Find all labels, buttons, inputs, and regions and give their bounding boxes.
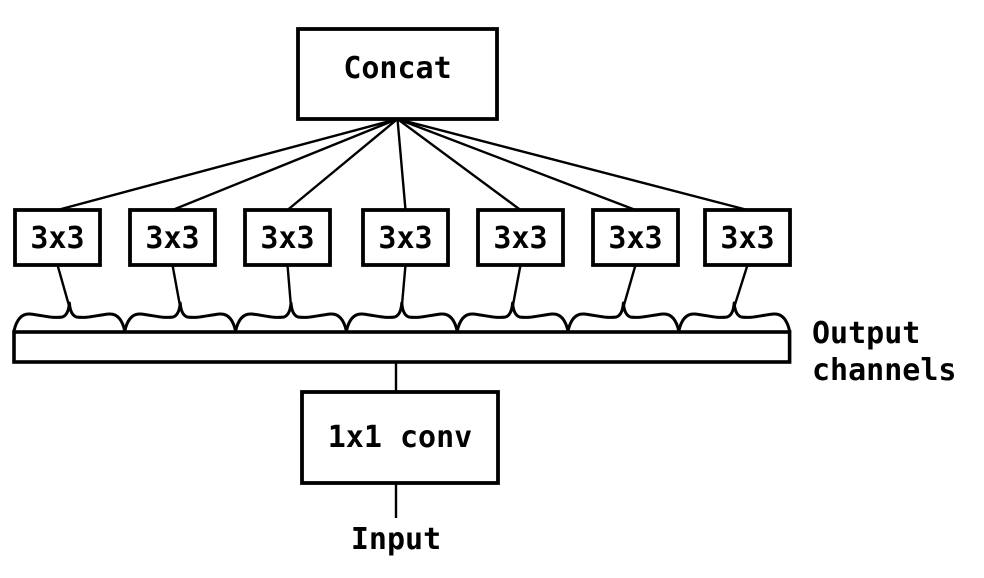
branch-connector-lines xyxy=(56,264,749,308)
fan-line xyxy=(396,118,522,211)
channel-group-brace xyxy=(12,301,127,333)
fan-line xyxy=(172,117,398,212)
output-channels-label-line2: channels xyxy=(812,353,957,388)
fan-line xyxy=(286,118,399,211)
branch-connector-line xyxy=(511,264,522,308)
channel-group-brace xyxy=(344,301,459,333)
channel-group-braces xyxy=(12,301,792,333)
channel-group-brace xyxy=(455,301,570,333)
branch-connector-line xyxy=(286,264,293,308)
branch-box: 3x3 xyxy=(703,208,792,267)
fan-line xyxy=(396,118,407,211)
conv-box: 1x1 conv xyxy=(300,390,500,485)
fan-line xyxy=(397,117,636,212)
branch-connector-line xyxy=(56,264,71,308)
concat-fan-lines xyxy=(57,117,748,212)
output-channels-label-line1: Output xyxy=(812,316,920,351)
branch-connector-line xyxy=(400,264,407,308)
branch-label: 3x3 xyxy=(493,221,547,256)
branch-box: 3x3 xyxy=(128,208,217,267)
fan-line xyxy=(397,117,748,212)
conv-label: 1x1 conv xyxy=(328,420,473,455)
branch-box: 3x3 xyxy=(361,208,450,267)
concat-label: Concat xyxy=(343,51,451,86)
branch-label: 3x3 xyxy=(608,221,662,256)
branch-label: 3x3 xyxy=(30,221,84,256)
output-channels-label: Output channels xyxy=(812,316,957,388)
channel-group-brace xyxy=(677,301,792,333)
branch-label: 3x3 xyxy=(145,221,199,256)
branch-label: 3x3 xyxy=(260,221,314,256)
branch-connector-line xyxy=(171,264,182,308)
branch-box: 3x3 xyxy=(476,208,565,267)
branch-box: 3x3 xyxy=(13,208,102,267)
concat-box: Concat xyxy=(296,27,499,121)
branch-connector-line xyxy=(622,264,637,308)
branch-connector-line xyxy=(733,264,749,308)
fan-line xyxy=(57,117,398,212)
branch-box: 3x3 xyxy=(591,208,680,267)
input-label: Input xyxy=(351,522,441,557)
channel-group-brace xyxy=(566,301,681,333)
branch-label: 3x3 xyxy=(378,221,432,256)
output-channels-bar xyxy=(12,330,792,364)
channel-group-brace xyxy=(234,301,348,333)
branch-box: 3x3 xyxy=(243,208,332,267)
channel-group-brace xyxy=(123,301,238,333)
branch-label: 3x3 xyxy=(720,221,774,256)
